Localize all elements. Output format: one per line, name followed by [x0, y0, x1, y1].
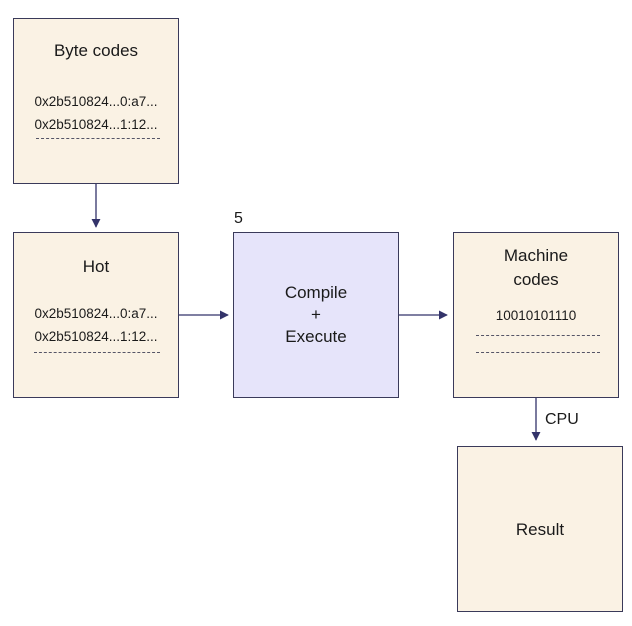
- count-label: 5: [234, 210, 243, 227]
- result-box: Result: [457, 446, 623, 612]
- hot-line-1: 0x2b510824...0:a7...: [34, 306, 158, 321]
- machine-codes-value: 10010101110: [495, 308, 577, 323]
- byte-codes-title: Byte codes: [53, 41, 139, 60]
- compile-label: Compile: [284, 283, 348, 302]
- result-title: Result: [515, 520, 565, 539]
- plus-label: +: [311, 305, 321, 324]
- machine-codes-box: Machine codes 10010101110: [453, 232, 619, 398]
- byte-codes-dashed-line: [36, 138, 160, 139]
- execute-label: Execute: [285, 327, 347, 346]
- hot-line-2: 0x2b510824...1:12...: [34, 329, 158, 344]
- byte-codes-box: Byte codes 0x2b510824...0:a7... 0x2b5108…: [13, 18, 179, 184]
- byte-codes-line-2: 0x2b510824...1:12...: [34, 117, 158, 132]
- byte-codes-line-1: 0x2b510824...0:a7...: [34, 94, 158, 109]
- hot-box: Hot 0x2b510824...0:a7... 0x2b510824...1:…: [13, 232, 179, 398]
- compile-execute-box: Compile + Execute: [233, 232, 399, 398]
- machine-codes-dashed-line-1: [476, 335, 600, 336]
- cpu-label: CPU: [545, 411, 579, 428]
- machine-codes-title-line-2: codes: [513, 270, 559, 289]
- hot-dashed-line: [34, 352, 160, 353]
- machine-codes-title-line-1: Machine: [503, 246, 569, 265]
- hot-title: Hot: [82, 257, 110, 276]
- machine-codes-dashed-line-2: [476, 352, 600, 353]
